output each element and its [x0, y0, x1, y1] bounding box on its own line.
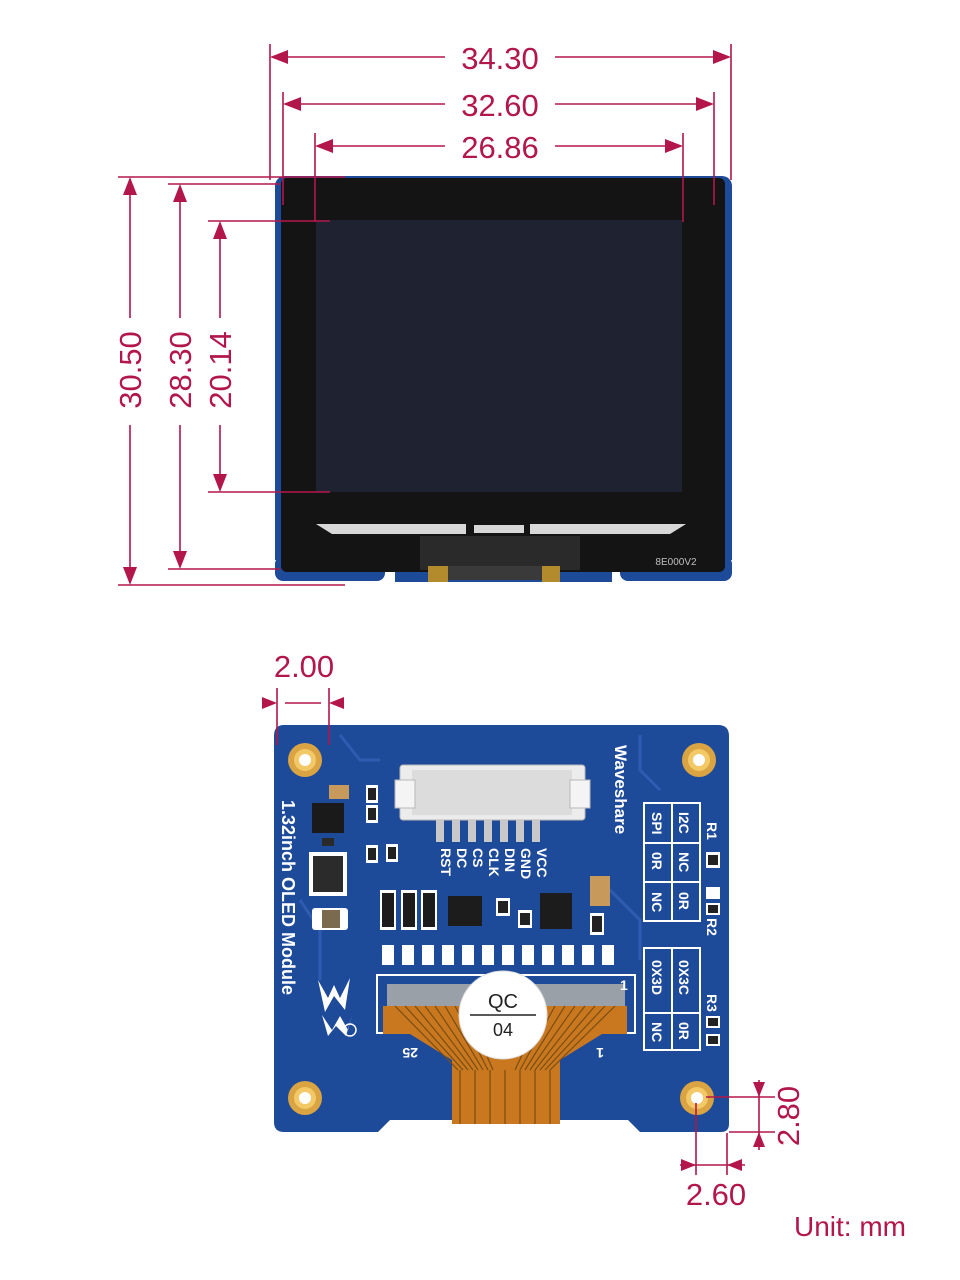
dim-width-glass: 32.60 — [282, 88, 715, 205]
table-spi-r2: NC — [649, 892, 665, 912]
pin-rst: RST — [438, 848, 454, 876]
waveshare-logo-icon — [318, 978, 357, 1037]
pin-header-connector — [394, 764, 591, 842]
pin-dc: DC — [454, 848, 470, 868]
back-view: VCC GND DIN CLK CS DC RST Waveshare 1.32… — [262, 649, 806, 1212]
dim-height-active-label: 20.14 — [203, 331, 238, 409]
mounting-hole-bl — [288, 1081, 322, 1115]
table-i2c-r2: 0R — [676, 892, 692, 910]
mounting-hole-tr — [682, 743, 716, 777]
qc-sticker-top: QC — [488, 991, 518, 1013]
mounting-hole-tl — [288, 743, 322, 777]
dim-height-outer: 30.50 — [113, 176, 345, 586]
dim-height-glass: 28.30 — [163, 183, 280, 570]
table-spi-r1: 0R — [649, 852, 665, 870]
dim-width-outer-label: 34.30 — [461, 41, 539, 76]
table-spi: SPI — [649, 812, 665, 835]
table-i2c: I2C — [676, 812, 692, 834]
dim-hole-offset-y: 2.80 — [706, 1080, 806, 1150]
dim-hole-diameter: 2.00 — [262, 649, 344, 745]
pin-clk: CLK — [486, 848, 502, 877]
dim-hole-diameter-label: 2.00 — [274, 649, 334, 684]
table-0x3d: 0X3D — [649, 960, 665, 995]
dim-width-glass-label: 32.60 — [461, 88, 539, 123]
product-label: 1.32inch OLED Module — [278, 800, 298, 995]
interface-select-table: I2C NC 0R SPI 0R NC R1 R2 — [643, 802, 720, 936]
mounting-hole-br — [680, 1081, 714, 1115]
oled-active-area — [316, 220, 682, 492]
front-fpc — [420, 536, 580, 570]
front-view: 8E000V2 34.30 32.60 26.86 — [113, 41, 734, 586]
dim-hole-offset-x: 2.60 — [680, 1103, 746, 1212]
dim-height-active: 20.14 — [203, 220, 330, 493]
dim-hole-offset-y-label: 2.80 — [771, 1086, 806, 1146]
label-r2: R2 — [704, 918, 720, 936]
table-0x3d-r3: NC — [649, 1022, 665, 1042]
table-i2c-r1: NC — [676, 852, 692, 872]
table-0x3c: 0X3C — [676, 960, 692, 995]
component-cluster-left — [309, 785, 398, 930]
fpc-pin-last: 25 — [402, 1045, 418, 1061]
dim-hole-offset-x-label: 2.60 — [686, 1177, 746, 1212]
dim-height-outer-label: 30.50 — [113, 331, 148, 409]
pin-gnd: GND — [518, 848, 534, 879]
oled-driver-strip — [316, 524, 466, 534]
label-r1: R1 — [704, 822, 720, 840]
pin-cs: CS — [470, 848, 486, 867]
pin-din: DIN — [502, 848, 518, 872]
front-fpc-marking: 8E000V2 — [655, 557, 697, 568]
dim-width-active: 26.86 — [314, 130, 684, 222]
dim-height-glass-label: 28.30 — [163, 331, 198, 409]
brand-label: Waveshare — [611, 745, 630, 834]
resistor-row — [382, 945, 614, 965]
component-cluster-middle — [380, 876, 614, 965]
dim-width-outer: 34.30 — [269, 41, 732, 180]
label-r3: R3 — [704, 994, 720, 1012]
qc-sticker: QC 04 — [458, 970, 548, 1060]
pin-vcc: VCC — [534, 848, 550, 878]
pin-labels: VCC GND DIN CLK CS DC RST — [438, 848, 550, 879]
unit-label: Unit: mm — [794, 1211, 906, 1242]
dim-width-active-label: 26.86 — [461, 130, 539, 165]
fpc-pin-first: 1 — [596, 1045, 604, 1061]
qc-sticker-bottom: 04 — [493, 1020, 513, 1040]
address-select-table: 0X3C 0R 0X3D NC R3 — [643, 947, 720, 1051]
table-0x3c-r3: 0R — [676, 1022, 692, 1040]
fpc-pin-one-mark: 1 — [620, 977, 628, 993]
